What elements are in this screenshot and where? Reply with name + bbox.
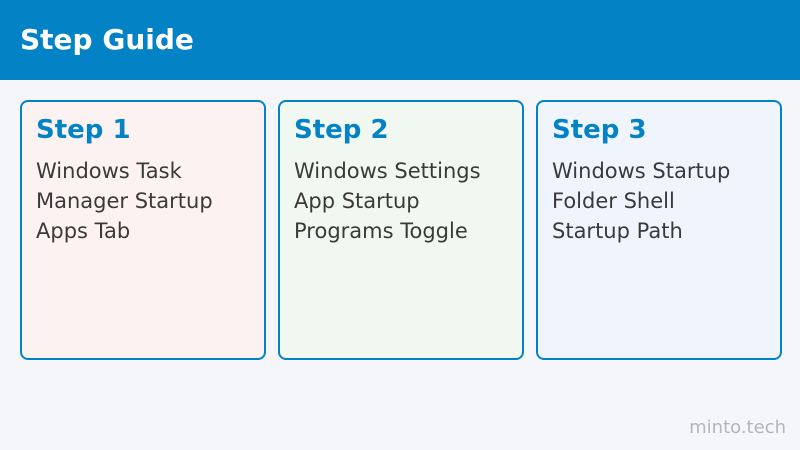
step-card-line: App Startup: [294, 189, 420, 213]
step-card-line: Folder Shell: [552, 189, 675, 213]
step-card-line: Windows Task: [36, 159, 182, 183]
step-card-3: Step 3 Windows Startup Folder Shell Star…: [536, 100, 782, 360]
step-card-title: Step 2: [294, 115, 389, 145]
watermark: minto.tech: [689, 417, 786, 438]
step-card-2: Step 2 Windows Settings App Startup Prog…: [278, 100, 524, 360]
step-card-line: Manager Startup: [36, 189, 213, 213]
step-card-1: Step 1 Windows Task Manager Startup Apps…: [20, 100, 266, 360]
step-card-line: Programs Toggle: [294, 219, 468, 243]
step-card-line: Startup Path: [552, 219, 683, 243]
step-card-line: Apps Tab: [36, 219, 131, 243]
page-title: Step Guide: [20, 23, 194, 56]
step-card-line: Windows Settings: [294, 159, 481, 183]
step-card-line: Windows Startup: [552, 159, 731, 183]
step-card-title: Step 3: [552, 115, 647, 145]
step-card-title: Step 1: [36, 115, 131, 145]
header-bar: Step Guide: [0, 0, 800, 80]
